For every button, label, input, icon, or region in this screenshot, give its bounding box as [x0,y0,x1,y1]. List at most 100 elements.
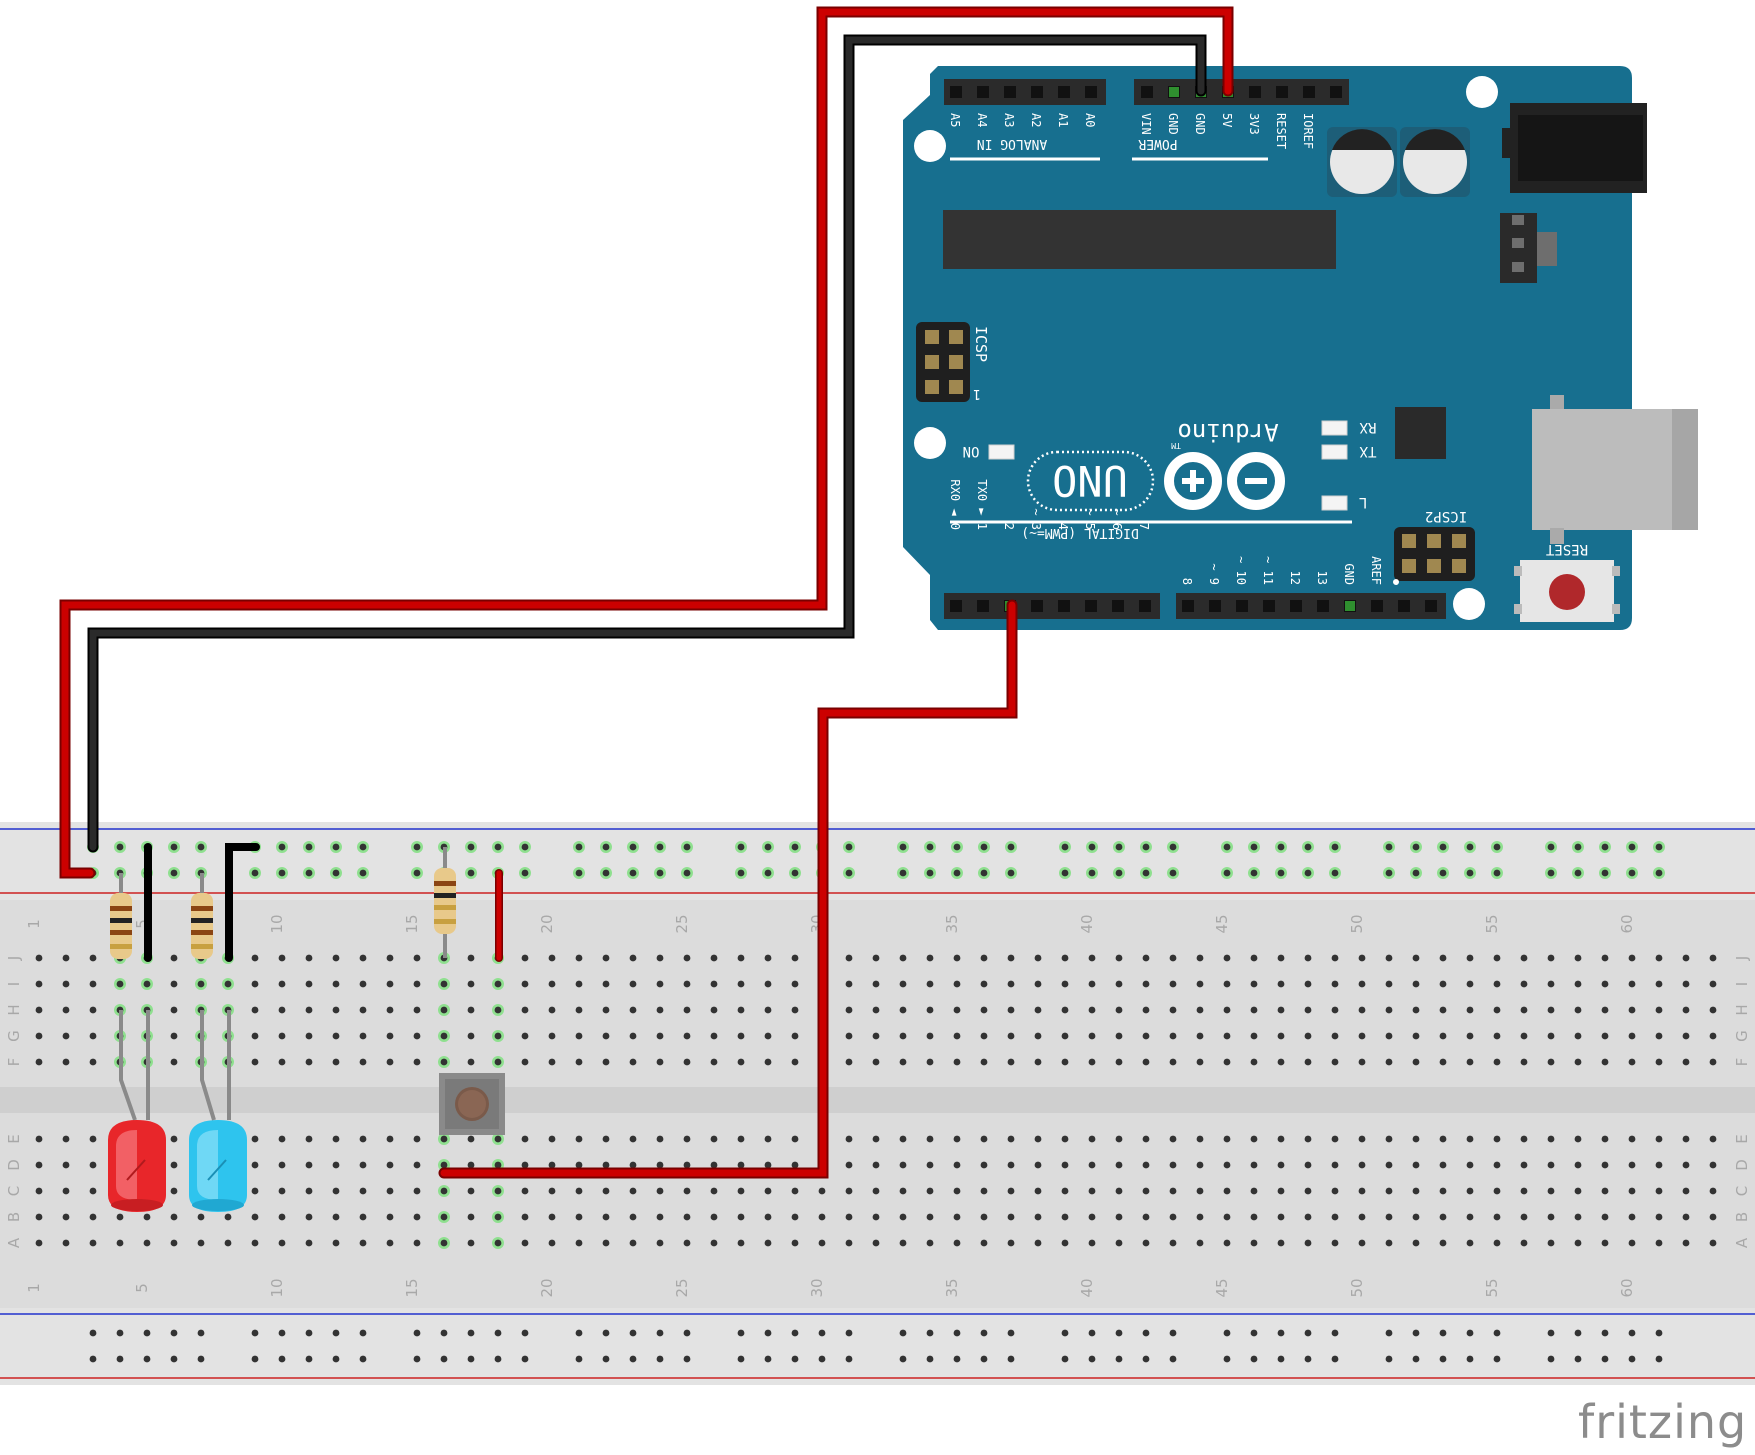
rail-hole [791,1329,799,1337]
rail-hole [1655,1329,1663,1337]
breadboard-hole [1547,1213,1555,1221]
l-led-label: L [1359,494,1367,510]
power-pin-label: 5V [1220,113,1234,127]
breadboard-hole [1331,1161,1339,1169]
breadboard-hole [278,1006,286,1014]
header-pin [1317,600,1329,612]
breadboard-hole [1709,954,1717,962]
digital-pin-label: AREF [1369,556,1383,585]
rail-hole [845,1355,853,1363]
breadboard-hole [1385,1032,1393,1040]
rail-hole [467,869,475,877]
breadboard-hole [1331,1006,1339,1014]
rail-hole [1439,1355,1447,1363]
breadboard-hole [1466,1187,1474,1195]
l-led [1321,495,1348,511]
breadboard-hole [764,1006,772,1014]
breadboard-hole [1709,1239,1717,1247]
rail-hole [116,1355,124,1363]
breadboard-hole [359,954,367,962]
breadboard-hole [1412,1032,1420,1040]
breadboard-hole [737,1058,745,1066]
rail-hole [1412,843,1420,851]
rail-hole [1493,1355,1501,1363]
breadboard-hole [1304,980,1312,988]
breadboard-hole [899,1161,907,1169]
rail-hole [575,1329,583,1337]
breadboard-hole [1250,1161,1258,1169]
breadboard-hole [1547,980,1555,988]
header-pin [1263,600,1275,612]
breadboard-hole [575,1058,583,1066]
breadboard-hole [332,1006,340,1014]
breadboard-hole [278,1161,286,1169]
rail-hole [521,869,529,877]
breadboard-hole [1304,1239,1312,1247]
breadboard-hole [1061,954,1069,962]
rail-hole [980,1329,988,1337]
breadboard-hole [224,980,232,988]
breadboard-hole [359,1187,367,1195]
rail-hole [521,1329,529,1337]
rail-hole [791,869,799,877]
breadboard-hole [1466,1213,1474,1221]
breadboard-hole [359,1058,367,1066]
rail-hole [521,1355,529,1363]
icsp-pin [949,380,963,394]
breadboard-hole [1331,1032,1339,1040]
breadboard-hole [278,1213,286,1221]
rail-hole [305,843,313,851]
rail-hole [791,843,799,851]
breadboard-hole [467,1213,475,1221]
icsp-pin [925,380,939,394]
breadboard-hole [791,954,799,962]
rail-hole [980,1355,988,1363]
breadboard-hole [1196,1006,1204,1014]
breadboard-hole [1493,954,1501,962]
breadboard-hole [548,954,556,962]
breadboard-hole [1628,1032,1636,1040]
breadboard-hole [656,1006,664,1014]
breadboard-hole [1304,1006,1312,1014]
breadboard-hole [1682,1187,1690,1195]
rail-hole [1466,1355,1474,1363]
rail-hole [1331,869,1339,877]
breadboard-hole [548,1187,556,1195]
breadboard-hole [1034,1239,1042,1247]
breadboard-hole [980,1161,988,1169]
rail-hole [1088,1329,1096,1337]
rail-hole [467,843,475,851]
header-pin [1141,86,1153,98]
rail-hole [953,843,961,851]
breadboard-hole [548,1239,556,1247]
breadboard-hole [359,1135,367,1143]
breadboard-hole [1520,1006,1528,1014]
breadboard-hole [1034,1135,1042,1143]
breadboard-hole [1682,1058,1690,1066]
breadboard-hole [1115,980,1123,988]
header-pin [1182,600,1194,612]
breadboard-hole [764,1187,772,1195]
header-pin [1112,600,1124,612]
rail-hole [1331,1329,1339,1337]
breadboard-hole [1439,954,1447,962]
breadboard-hole [899,1058,907,1066]
rail-hole [1547,869,1555,877]
breadboard-hole [1628,1161,1636,1169]
rx-led [1321,420,1348,436]
rail-hole [332,1355,340,1363]
breadboard-hole [1088,1135,1096,1143]
breadboard-hole [1493,1187,1501,1195]
rail-hole [1088,1355,1096,1363]
breadboard-hole [1331,1213,1339,1221]
breadboard-hole [413,1239,421,1247]
breadboard-hole [1331,954,1339,962]
tx-led-label: TX [1359,443,1376,459]
rail-hole [1277,1355,1285,1363]
breadboard-hole [1358,1239,1366,1247]
column-number: 45 [1213,1278,1231,1297]
breadboard-hole [1007,1058,1015,1066]
breadboard-hole [791,1006,799,1014]
breadboard-hole [1520,1239,1528,1247]
rail-hole [170,1355,178,1363]
